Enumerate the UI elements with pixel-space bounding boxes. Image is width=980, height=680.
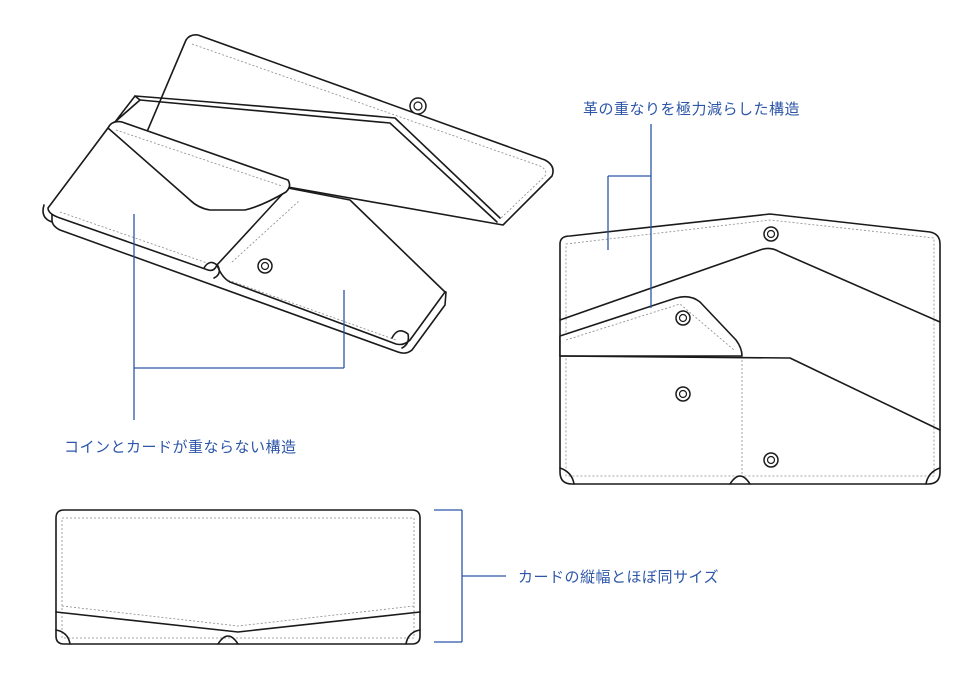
flat-snap-bottom	[763, 452, 779, 468]
callout-card-height	[434, 509, 506, 643]
flat-snap-top	[763, 226, 779, 242]
flat-snap-flap	[675, 310, 691, 326]
closed-wallet-illustration	[55, 509, 421, 645]
flat-snap-middle	[675, 386, 691, 402]
wallet-notch-middle	[203, 261, 221, 279]
label-reduced-overlap: 革の重なりを極力減らした構造	[583, 100, 801, 118]
flat-top-pocket-edge	[559, 247, 941, 323]
snap-button-flap	[409, 97, 427, 115]
flat-lower-pocket-edge	[559, 355, 941, 431]
callout-coin-card	[133, 214, 345, 420]
flat-wallet-illustration	[559, 213, 941, 485]
wallet-coin-flap	[107, 120, 291, 211]
callout-reduced-overlap	[607, 124, 652, 308]
closed-wallet-outline	[55, 509, 421, 645]
wallet-flap-crease	[134, 95, 501, 219]
closed-flap-edge	[55, 611, 421, 633]
open-wallet-illustration	[42, 34, 554, 354]
wallet-card-pocket	[216, 187, 446, 346]
flat-coin-flap	[559, 295, 743, 357]
flat-wallet-outline	[559, 213, 941, 485]
label-card-height: カードの縦幅とほぼ同サイズ	[518, 568, 720, 586]
wallet-notch-left	[42, 204, 53, 223]
flat-notch	[729, 475, 751, 485]
closed-notch	[217, 635, 239, 645]
wallet-notch-right	[391, 330, 410, 349]
label-coin-card-structure: コインとカードが重ならない構造	[64, 438, 297, 456]
snap-button-pocket	[257, 258, 273, 274]
